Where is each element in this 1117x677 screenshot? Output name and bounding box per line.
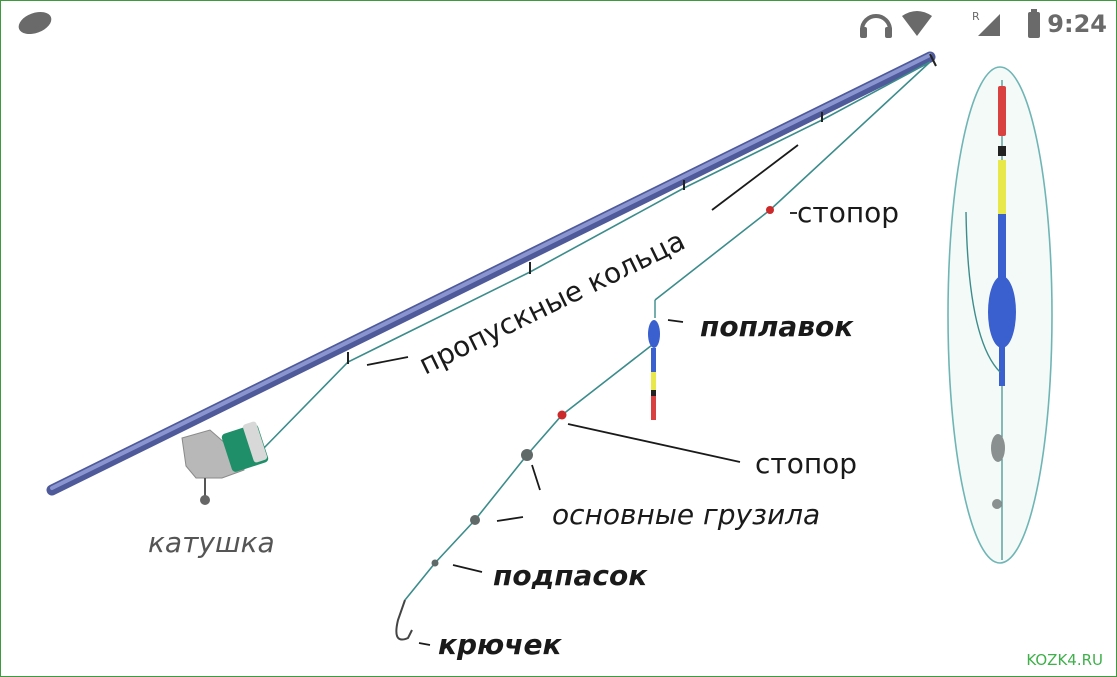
headphones-icon xyxy=(860,14,892,38)
leader-lines xyxy=(366,144,799,646)
zoom-sinker xyxy=(991,434,1005,462)
stopper-bottom-label: стопор xyxy=(755,447,857,480)
sinker-dot xyxy=(521,449,533,461)
sub-sinker xyxy=(431,559,439,567)
reel-label: катушка xyxy=(148,526,275,559)
main-sinkers xyxy=(470,449,533,525)
stopper-bottom xyxy=(557,410,567,420)
subsinker-label: подпасок xyxy=(493,559,648,592)
network-letter: R xyxy=(972,10,980,23)
battery-icon xyxy=(1028,9,1040,38)
zoom-small-sinker xyxy=(992,499,1002,509)
reel xyxy=(181,421,269,505)
float-body xyxy=(988,276,1016,348)
hook xyxy=(395,599,413,641)
watermark: KOZK4.RU xyxy=(1026,651,1103,669)
status-bar: R 9:24 xyxy=(0,0,1117,52)
float-tip-red xyxy=(998,86,1006,136)
float-label: поплавок xyxy=(700,310,854,343)
sinkers-label: основные грузила xyxy=(552,498,820,531)
status-time: 9:24 xyxy=(1047,10,1107,38)
float-zoom-detail xyxy=(947,66,1053,564)
app-leaf-icon xyxy=(18,11,52,35)
float-yellow-band xyxy=(998,160,1006,214)
cell-signal-icon xyxy=(978,14,1000,36)
rod-tip-ring xyxy=(929,53,937,67)
stopper-top xyxy=(766,206,774,214)
network-indicator: R xyxy=(972,10,980,23)
hook-label: крючек xyxy=(438,628,562,661)
status-icons: R xyxy=(18,9,1040,38)
wifi-icon xyxy=(902,11,932,36)
sinker-dot xyxy=(470,515,480,525)
float xyxy=(648,300,660,420)
stopper-top-label: стопор xyxy=(797,196,899,229)
fishing-rod xyxy=(46,51,936,496)
guide-rings xyxy=(347,53,937,364)
